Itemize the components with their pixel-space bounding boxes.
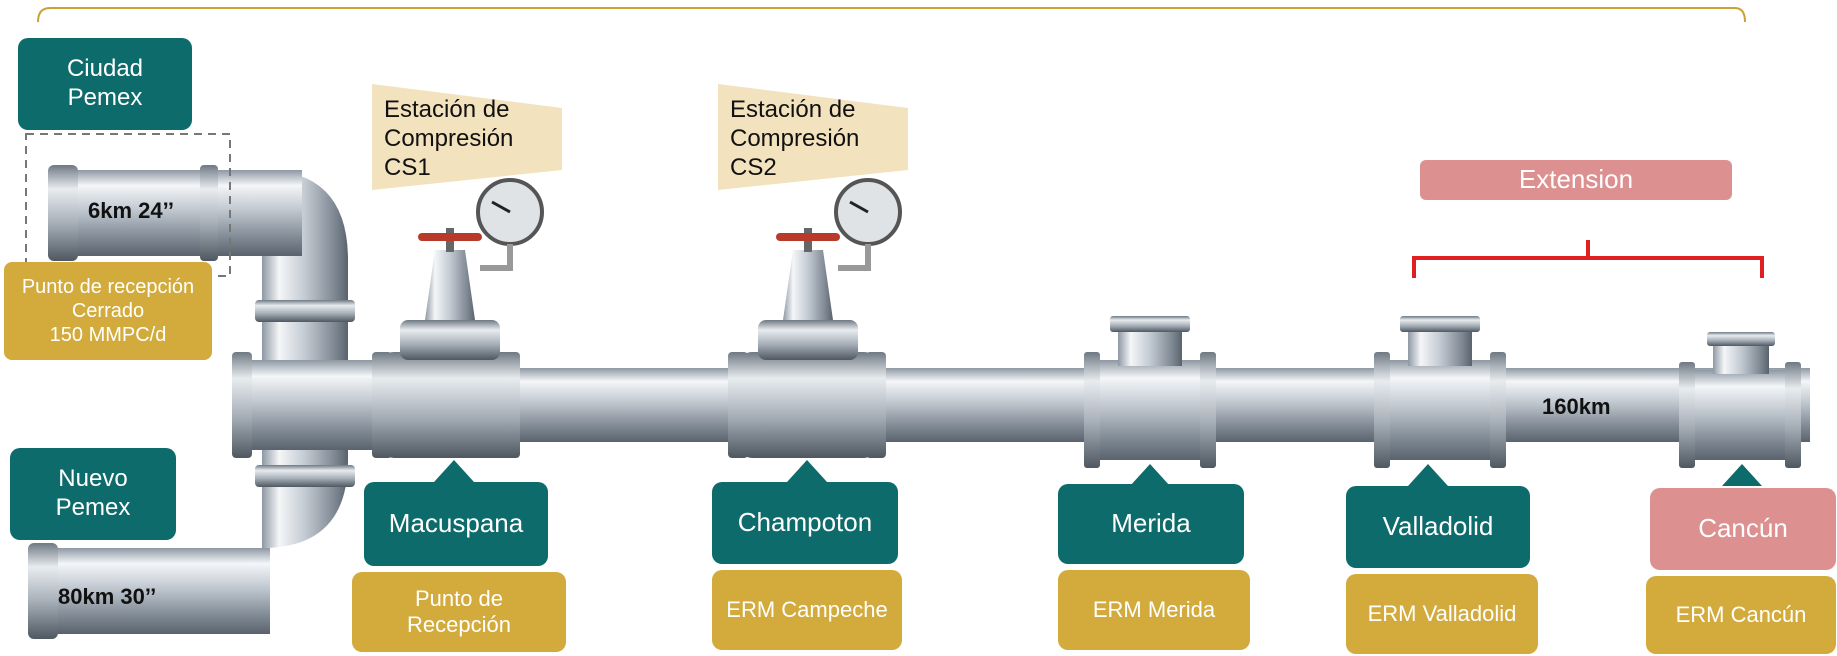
lower-pipe-label: 80km 30’’ <box>58 584 157 609</box>
station-valladolid: Valladolid <box>1346 486 1530 568</box>
station-merida-sub: ERM Merida <box>1058 570 1250 650</box>
station-cancun-sub: ERM Cancún <box>1646 576 1836 654</box>
extension-length-label: 160km <box>1542 394 1611 419</box>
station-valladolid-sub: ERM Valladolid <box>1346 574 1538 654</box>
station-macuspana: Macuspana <box>364 482 548 566</box>
valve-icon <box>380 178 544 458</box>
origin-ciudad-pemex: Ciudad Pemex <box>18 38 192 130</box>
station-champoton-sub: ERM Campeche <box>712 570 902 650</box>
origin-nuevo-pemex: Nuevo Pemex <box>10 448 176 540</box>
compression-station-cs2-label: Estación de Compresión CS2 <box>730 96 860 181</box>
upper-elbow-pipe <box>48 165 355 370</box>
station-cancun: Cancún <box>1650 488 1836 570</box>
top-bracket-line <box>37 7 1746 23</box>
tee-fitting-icon <box>1374 316 1506 468</box>
tee-fitting-icon <box>1679 332 1801 468</box>
extension-bracket <box>1412 240 1764 278</box>
tee-fitting-icon <box>1084 316 1216 468</box>
lower-elbow-pipe <box>28 430 355 639</box>
upper-pipe-label: 6km 24’’ <box>88 198 175 223</box>
extension-label: Extension <box>1420 160 1732 200</box>
valve-icon <box>728 178 902 458</box>
station-merida: Merida <box>1058 484 1244 564</box>
station-macuspana-sub: Punto de Recepción <box>352 572 566 652</box>
compression-station-cs1-label: Estación de Compresión CS1 <box>384 96 514 181</box>
reception-point-box: Punto de recepción Cerrado 150 MMPC/d <box>4 262 212 360</box>
station-champoton: Champoton <box>712 482 898 564</box>
